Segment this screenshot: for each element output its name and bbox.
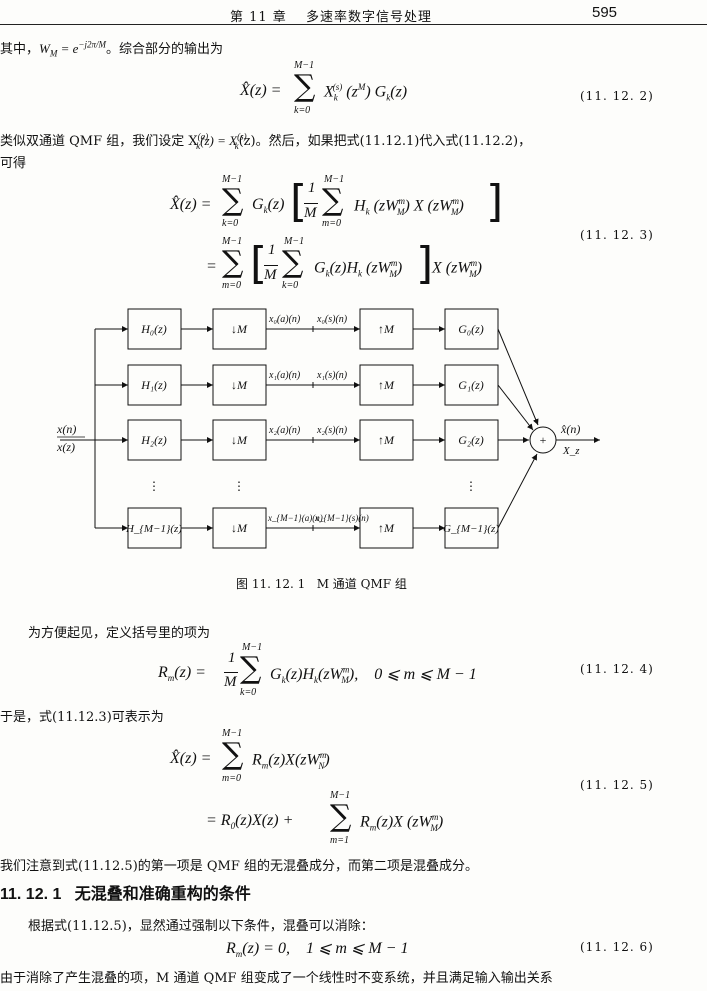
synthesis-filter-label: G₁(z) [458,378,484,392]
upsampler-label: ↑M [378,378,395,392]
running-header: 第 11 章 多速率数字信号处理 [230,10,432,25]
analysis-filter-label: H₀(z) [140,322,167,336]
equation-11-12-5: X̂(z) = M−1 ∑ m=0 Rm(z)X(zWmN) = R0(z)X(… [170,728,444,846]
analysis-filter-label: H_{M−1}(z) [125,523,182,535]
analysis-signal-label: x₂(a)(n) [268,425,301,436]
upsampler-label: ↑M [378,521,395,535]
downsampler-label: ↓M [231,378,248,392]
paragraph-keyi: 可得 [0,156,27,171]
input-label-xz: x(z) [56,440,75,454]
paragraph-define-rm: 为方便起见，定义括号里的项为 [28,626,211,641]
equation-number-6: (11. 12. 6) [580,940,654,954]
paragraph-condition: 根据式(11.12.5)，显然通过强制以下条件，混叠可以消除： [28,919,374,934]
upsampler-label: ↑M [378,322,395,336]
synthesis-filter-label: G₀(z) [458,322,484,336]
equation-11-12-6: Rm(z) = 0, 1 ⩽ m ⩽ M − 1 [226,940,409,960]
downsampler-label: ↓M [231,433,248,447]
section-heading: 11. 12. 1 无混叠和准确重构的条件 [0,886,251,903]
output-label-xz: X_z [562,445,580,457]
upsampler-label: ↑M [378,433,395,447]
synthesis-signal-label: x₂(s)(n) [316,425,348,436]
ellipsis: ⋮ [233,479,245,493]
downsampler-label: ↓M [231,521,248,535]
synthesis-filter-label: G₂(z) [458,433,484,447]
analysis-signal-label: x₀(a)(n) [268,314,301,325]
ellipsis: ⋮ [148,479,160,493]
analysis-signal-label: x_{M−1}(a)(n) [267,513,323,523]
paragraph-rewrite: 于是，式(11.12.3)可表示为 [0,710,164,725]
analysis-signal-label: x₁(a)(n) [268,370,301,381]
synthesis-signal-label: x_{M−1}(s)(n) [314,513,369,523]
equation-11-12-4: Rm(z) = 1 M M−1 ∑ k=0 Gk(z)Hk(zWmM), 0 ⩽… [158,642,477,698]
adder-symbol: + [540,433,547,447]
synthesis-filter-label: G_{M−1}(z) [443,523,499,535]
figure-caption: 图 11. 12. 1 M 通道 QMF 组 [236,577,407,591]
downsampler-label: ↓M [231,322,248,336]
paragraph-lti: 由于消除了产生混叠的项，M 通道 QMF 组变成了一个线性时不变系统，并且满足输… [0,971,553,986]
analysis-filter-label: H₂(z) [140,433,167,447]
qmf-block-diagram: x(n) x(z) H₀(z) H₁(z) H₂(z) H_{M−1}(z) ↓… [56,308,600,549]
header-rule [0,24,707,25]
equation-number-4: (11. 12. 4) [580,662,654,676]
analysis-filter-label: H₁(z) [140,378,167,392]
output-label-xhat: x̂(n) [560,422,580,436]
paragraph-wm-definition: 其中，WM = e−j2π/M。综合部分的输出为 [0,39,224,59]
paragraph-qmf-setting: 类似双通道 QMF 组，我们设定 X(a)k(z) = X(s)k(z)。然后，… [0,131,532,151]
equation-number-5: (11. 12. 5) [580,778,654,792]
equation-number-3: (11. 12. 3) [580,228,654,242]
ellipsis: ⋮ [465,479,477,493]
synthesis-signal-label: x₀(s)(n) [316,314,348,325]
input-label-xn: x(n) [56,422,76,436]
page-number: 595 [592,4,618,21]
equation-number-2: (11. 12. 2) [580,89,654,103]
synthesis-signal-label: x₁(s)(n) [316,370,348,381]
paragraph-aliasing: 我们注意到式(11.12.5)的第一项是 QMF 组的无混叠成分，而第二项是混叠… [0,859,479,874]
equation-11-12-3: X̂(z) = M−1 ∑ k=0 Gk(z) [ 1 M M−1 ∑ m=0 … [170,174,504,291]
